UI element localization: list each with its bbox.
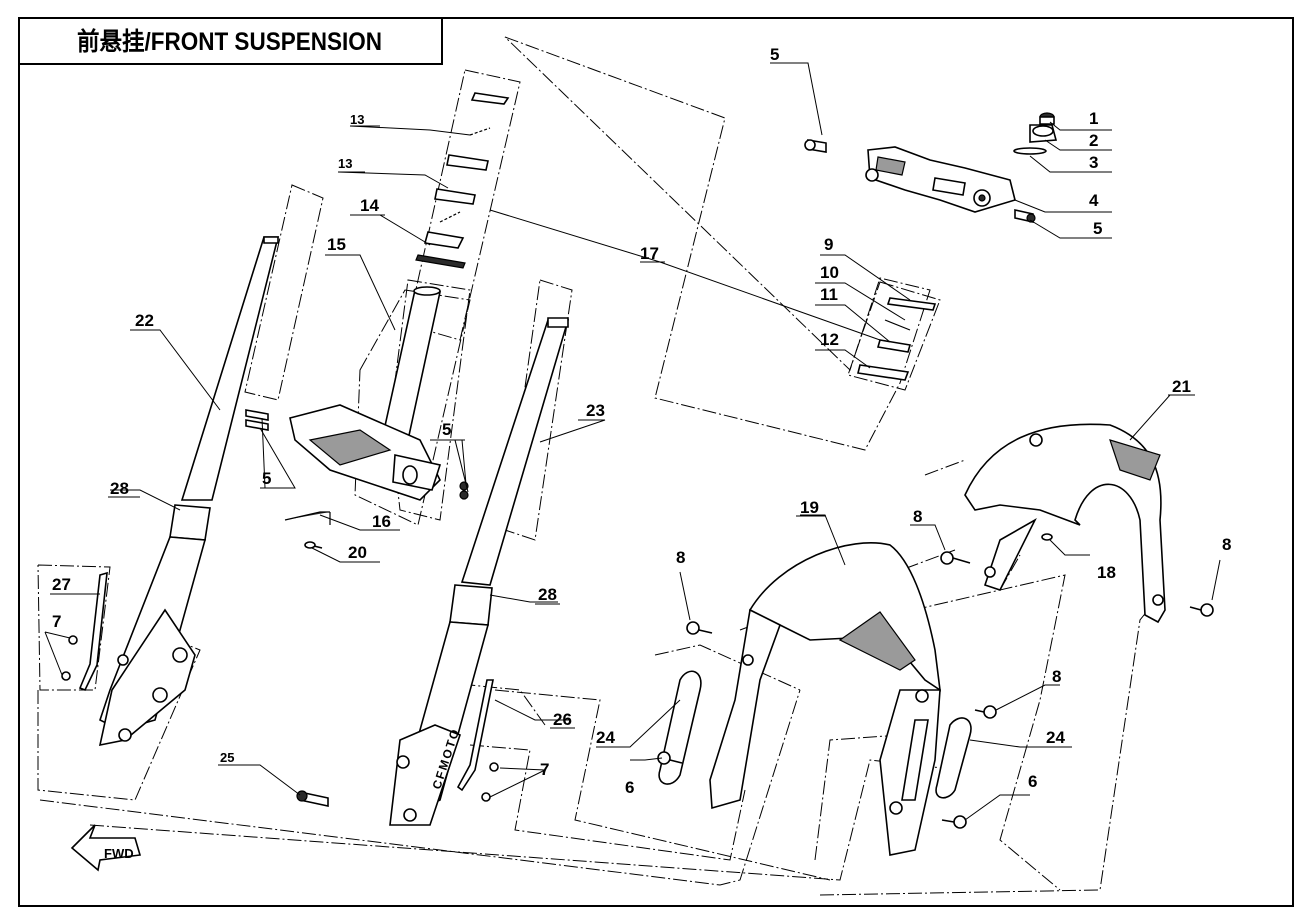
- callout-12: 12: [820, 330, 839, 349]
- callout-2: 2: [1089, 131, 1098, 150]
- steering-stem: [245, 286, 469, 549]
- title-box: 前悬挂/FRONT SUSPENSION: [18, 17, 443, 65]
- fwd-arrow: FWD: [70, 824, 142, 872]
- callout-6-left: 6: [625, 778, 634, 797]
- callout-21: 21: [1172, 377, 1191, 396]
- bolts: [657, 551, 1214, 829]
- callout-13-top: 13: [350, 112, 364, 127]
- callout-17: 17: [640, 244, 659, 263]
- callout-13-bottom: 13: [338, 156, 352, 171]
- callout-5-right: 5: [1093, 219, 1102, 238]
- callout-underlines: [50, 62, 1195, 766]
- callout-28-left: 28: [110, 479, 129, 498]
- callout-24-right: 24: [1046, 728, 1065, 747]
- fwd-label: FWD: [104, 846, 134, 861]
- bearing-stack: [415, 92, 937, 381]
- callout-4: 4: [1089, 191, 1099, 210]
- rear-hugger: [964, 423, 1166, 624]
- page-title: 前悬挂/FRONT SUSPENSION: [76, 28, 383, 56]
- callout-7-left: 7: [52, 612, 61, 631]
- callout-15: 15: [327, 235, 346, 254]
- callout-5-left: 5: [262, 469, 271, 488]
- callout-22: 22: [135, 311, 154, 330]
- callout-25: 25: [220, 750, 234, 765]
- callout-8-top: 8: [913, 507, 922, 526]
- callout-14: 14: [360, 196, 379, 215]
- callout-16: 16: [372, 512, 391, 531]
- callout-1: 1: [1089, 109, 1098, 128]
- drawing-frame: [18, 17, 1294, 907]
- callout-19: 19: [800, 498, 819, 517]
- callout-27: 27: [52, 575, 71, 594]
- callout-20: 20: [348, 543, 367, 562]
- front-fender: [709, 542, 942, 856]
- callout-numbers: 1 2 3 4 5 5 5 5 6 6 7 7 8 8 8 8 9 10 11 …: [52, 45, 1231, 797]
- callout-6-right: 6: [1028, 772, 1037, 791]
- callout-9: 9: [824, 235, 833, 254]
- callout-24-left: 24: [596, 728, 615, 747]
- right-fork: CFMOTO: [296, 317, 570, 826]
- callout-23: 23: [586, 401, 605, 420]
- callout-11: 11: [820, 285, 838, 304]
- callout-5-center: 5: [442, 420, 451, 439]
- callout-8-right: 8: [1052, 667, 1061, 686]
- callout-3: 3: [1089, 153, 1098, 172]
- callout-8-far: 8: [1222, 535, 1231, 554]
- callout-28-right: 28: [538, 585, 557, 604]
- callout-10: 10: [820, 263, 839, 282]
- callout-8-fender: 8: [676, 548, 685, 567]
- left-fork: [61, 236, 280, 747]
- callout-26: 26: [553, 710, 572, 729]
- callout-7-right: 7: [540, 760, 549, 779]
- top-clamp: [804, 112, 1058, 223]
- callout-5-top: 5: [770, 45, 779, 64]
- callout-18: 18: [1097, 563, 1116, 582]
